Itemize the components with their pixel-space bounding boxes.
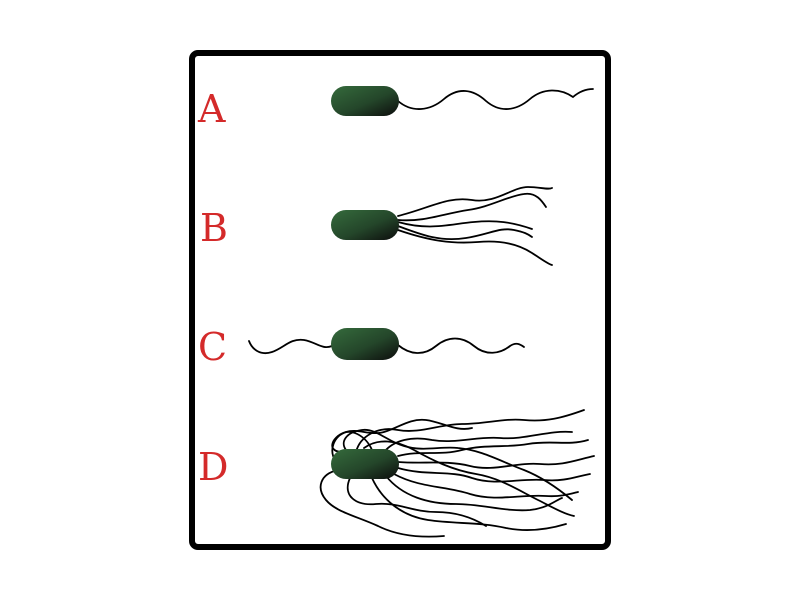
flagellum [355,409,585,453]
panel-a: A [197,86,594,131]
flagellum [363,440,575,517]
flagellum [393,473,579,499]
bacterium-cell [331,449,399,479]
flagellum [397,229,553,266]
panel-label-d: D [198,445,228,489]
flagellum [397,439,589,457]
bacterium-cell [331,86,399,116]
flagellum [397,225,533,241]
flagellum [331,418,473,463]
panel-label-a: A [197,87,226,131]
panel-b: B [200,186,553,266]
flagellum [397,220,533,230]
flagellum [397,186,553,217]
flagellum [319,469,445,538]
panel-c: C [198,325,525,369]
diagram-frame [189,50,611,550]
flagellum [383,430,573,453]
bacterium-cell [331,210,399,240]
flagellum [397,192,547,222]
flagellum [397,467,591,483]
panel-d: D [198,409,595,538]
flagellum [397,88,594,110]
bacterium-cell [331,328,399,360]
panel-label-c: C [198,325,227,369]
flagellum [346,477,487,527]
panel-label-b: B [200,206,228,250]
flagellum [397,455,595,469]
flagellum [385,475,563,512]
flagellum [397,337,525,354]
flagellum [248,338,333,354]
flagellum [342,429,573,501]
